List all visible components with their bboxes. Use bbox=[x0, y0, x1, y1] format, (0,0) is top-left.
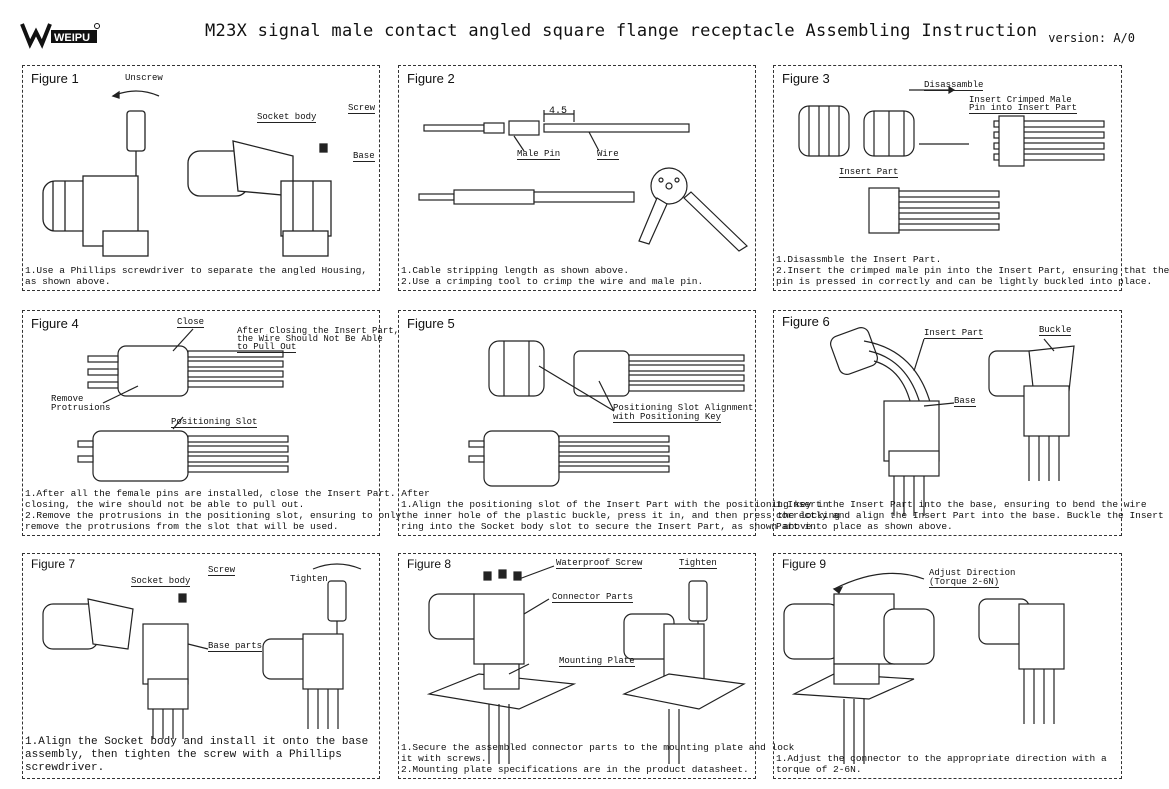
callout-base: Base bbox=[954, 396, 976, 407]
caption-line: as shown above. bbox=[25, 276, 111, 287]
caption-line: remove the protrusions from the slot tha… bbox=[25, 521, 339, 532]
logo-text: WEIPU bbox=[54, 32, 90, 44]
callout-screw: Screw bbox=[348, 103, 376, 114]
callout-remove: Remove bbox=[51, 394, 84, 404]
weipu-logo: WEIPU bbox=[20, 18, 100, 49]
callout-base: Base bbox=[353, 151, 375, 162]
callout-disassamble: Disassamble bbox=[924, 80, 984, 91]
figure-6-caption: 1.Insert the Insert Part into the base, … bbox=[776, 499, 1164, 532]
figure-title: Figure 3 bbox=[782, 71, 830, 86]
callout-waterproof-screw: Waterproof Screw bbox=[556, 558, 643, 569]
caption-line: 1.Adjust the connector to the appropriat… bbox=[776, 753, 1107, 764]
caption-line: ring into the Socket body slot to secure… bbox=[401, 521, 818, 532]
version-label: version: A/0 bbox=[1048, 31, 1135, 45]
caption-line: 1.Cable stripping length as shown above. bbox=[401, 265, 630, 276]
callout-insert-part: Insert Part bbox=[839, 167, 899, 178]
callout-wire: Wire bbox=[597, 149, 619, 160]
figure-title: Figure 1 bbox=[31, 71, 79, 86]
caption-line: torque of 2-6N. bbox=[776, 764, 862, 775]
caption-line: 1.Insert the Insert Part into the base, … bbox=[776, 499, 1147, 510]
callout-slot-alignment-2: with Positioning Key bbox=[613, 412, 722, 423]
callout-mounting-plate: Mounting Plate bbox=[559, 656, 635, 667]
figure-4-caption: 1.After all the female pins are installe… bbox=[25, 488, 430, 532]
caption-line: 1.Align the positioning slot of the Inse… bbox=[401, 499, 829, 510]
callout-male-pin: Male Pin bbox=[517, 149, 561, 160]
callout-torque: (Torque 2-6N) bbox=[929, 577, 1000, 588]
figure-2-caption: 1.Cable stripping length as shown above.… bbox=[401, 265, 753, 287]
figure-title: Figure 2 bbox=[407, 71, 455, 86]
figure-5-panel: Figure 5 Positioning Slot Alignment with… bbox=[398, 310, 840, 536]
figure-9-illustration bbox=[783, 572, 1065, 764]
figure-5-illustration bbox=[468, 340, 745, 487]
caption-line: 2.Use a crimping tool to crimp the wire … bbox=[401, 276, 704, 287]
caption-line: 1.Disassmble the Insert Part. bbox=[776, 254, 942, 265]
callout-after-closing-3: to Pull Out bbox=[237, 342, 297, 353]
callout-after-closing-2: the Wire Should Not Be Able bbox=[237, 334, 383, 344]
callout-unscrew: Unscrew bbox=[125, 73, 163, 83]
callout-close: Close bbox=[177, 317, 205, 328]
figure-9-panel: Figure 9 Adjust Direction (Torque 2-6N) … bbox=[773, 553, 1122, 779]
callout-socket-body: Socket body bbox=[131, 576, 191, 587]
figure-7-panel: Figure 7 Socket body Screw Tighten Base … bbox=[22, 553, 380, 779]
caption-line: 2.Remove the protrusions in the position… bbox=[25, 510, 402, 521]
callout-insert-part: Insert Part bbox=[924, 328, 984, 339]
callout-insert-crimped: Insert Crimped Male bbox=[969, 95, 1072, 105]
callout-protrusions: Protrusions bbox=[51, 403, 111, 413]
caption-line: 1.Use a Phillips screwdriver to separate… bbox=[25, 265, 368, 276]
caption-line: screwdriver. bbox=[25, 762, 105, 774]
figure-8-illustration bbox=[426, 565, 746, 764]
callout-pin-into-insert: Pin into Insert Part bbox=[969, 103, 1078, 114]
callout-buckle: Buckle bbox=[1039, 325, 1072, 336]
figure-1-caption: 1.Use a Phillips screwdriver to separate… bbox=[25, 265, 377, 287]
figure-6-panel: Figure 6 Insert Part Buckle Base 1.Inser… bbox=[773, 310, 1164, 536]
caption-line: 1.After all the female pins are installe… bbox=[25, 488, 430, 499]
figure-2-panel: Figure 2 4.5 Male Pin Wire 1.Ca bbox=[398, 65, 756, 291]
figure-3-panel: Figure 3 Disassamble Insert Crimped Male… bbox=[773, 65, 1169, 291]
figure-4-illustration bbox=[77, 328, 289, 482]
callout-slot-alignment-1: Positioning Slot Alignment bbox=[613, 403, 754, 413]
caption-line: Part into place as shown above. bbox=[776, 521, 953, 532]
caption-line: 1.Secure the assembled connector parts t… bbox=[401, 742, 795, 753]
caption-line: correctly and align the Insert Part into… bbox=[776, 510, 1164, 521]
figure-3-caption: 1.Disassmble the Insert Part. 2.Insert t… bbox=[776, 254, 1169, 287]
caption-line: 2.Insert the crimped male pin into the I… bbox=[776, 265, 1169, 276]
callout-socket-body: Socket body bbox=[257, 112, 317, 123]
caption-line: 2.Mounting plate specifications are in t… bbox=[401, 764, 749, 775]
callout-tighten: Tighten bbox=[679, 558, 717, 569]
figure-title: Figure 9 bbox=[782, 557, 827, 571]
figure-8-caption: 1.Secure the assembled connector parts t… bbox=[401, 742, 795, 775]
figure-9-caption: 1.Adjust the connector to the appropriat… bbox=[776, 753, 1119, 775]
figure-5-caption: 1.Align the positioning slot of the Inse… bbox=[401, 499, 840, 532]
caption-line: the inner hole of the plastic buckle, pr… bbox=[401, 510, 840, 521]
callout-tighten: Tighten bbox=[290, 574, 328, 584]
figure-title: Figure 5 bbox=[407, 316, 455, 331]
figure-title: Figure 8 bbox=[407, 557, 452, 571]
figure-7-illustration bbox=[42, 563, 362, 739]
callout-after-closing-1: After Closing the Insert Part, bbox=[237, 326, 400, 336]
page-title: M23X signal male contact angled square f… bbox=[205, 21, 1038, 41]
callout-base-parts: Base parts bbox=[208, 641, 263, 652]
caption-line: pin is pressed in correctly and can be l… bbox=[776, 276, 1153, 287]
caption-line: 1.Align the Socket body and install it o… bbox=[25, 736, 369, 748]
figure-3-illustration bbox=[798, 85, 1105, 234]
header: WEIPU M23X signal male contact angled sq… bbox=[0, 0, 1141, 60]
figure-title: Figure 7 bbox=[31, 557, 76, 571]
figure-title: Figure 4 bbox=[31, 316, 79, 331]
figure-7-caption: 1.Align the Socket body and install it o… bbox=[25, 736, 377, 775]
callout-connector-parts: Connector Parts bbox=[552, 592, 634, 603]
figure-1-panel: Figure 1 Unscrew Socket body Screw Base bbox=[22, 65, 380, 291]
figure-6-illustration bbox=[830, 327, 1075, 516]
figure-8-panel: Figure 8 Waterproof Screw Tighten Connec… bbox=[398, 553, 795, 779]
figure-2-illustration bbox=[418, 110, 748, 252]
figure-1-illustration bbox=[42, 90, 332, 257]
caption-line: closing, the wire should not be able to … bbox=[25, 499, 305, 510]
figure-4-panel: Figure 4 Close After Closing the Insert … bbox=[22, 310, 430, 536]
figure-title: Figure 6 bbox=[782, 314, 830, 329]
caption-line: it with screws. bbox=[401, 753, 487, 764]
callout-strip-length: 4.5 bbox=[549, 106, 568, 117]
callout-adjust-direction: Adjust Direction bbox=[929, 568, 1016, 578]
callout-positioning-slot: Positioning Slot bbox=[171, 417, 258, 428]
caption-line: assembly, then tighten the screw with a … bbox=[25, 749, 342, 761]
callout-screw: Screw bbox=[208, 565, 236, 576]
